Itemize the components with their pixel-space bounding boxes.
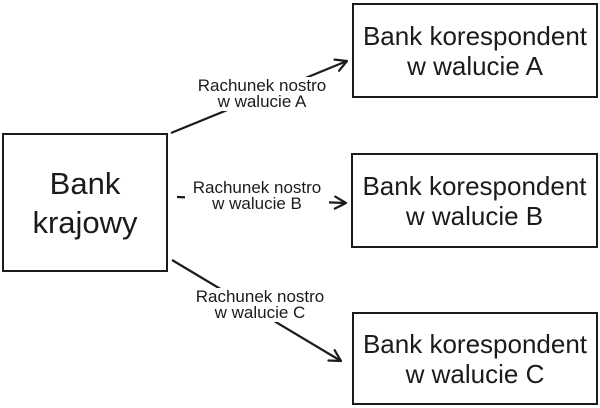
edge-label-nostro-b-line1: Rachunek nostro <box>192 178 322 197</box>
edge-label-nostro-c: Rachunek nostro w walucie C <box>188 288 332 322</box>
bank-korespondent-b-box: Bank korespondent w walucie B <box>351 153 598 248</box>
bank-korespondent-a-label-line2: w walucie A <box>407 50 543 81</box>
bank-korespondent-a-label-line1: Bank korespondent <box>362 20 588 51</box>
bank-krajowy-label-line1: Bank <box>49 165 121 201</box>
bank-korespondent-b-label-line2: w walucie B <box>405 200 544 231</box>
edge-label-nostro-c-line1: Rachunek nostro <box>195 287 325 306</box>
bank-krajowy-label-line2: krajowy <box>32 204 138 240</box>
bank-krajowy-box: Bank krajowy <box>2 133 168 272</box>
edge-label-nostro-a-line1: Rachunek nostro <box>197 76 327 95</box>
bank-korespondent-c-label-line1: Bank korespondent <box>362 328 588 359</box>
edge-label-nostro-a: Rachunek nostro w walucie A <box>190 77 334 111</box>
edge-label-nostro-a-line2: w walucie A <box>217 92 307 111</box>
edge-label-nostro-b: Rachunek nostro w walucie B <box>185 179 329 213</box>
bank-korespondent-c-box: Bank korespondent w walucie C <box>352 312 598 405</box>
bank-korespondent-b-label-line1: Bank korespondent <box>362 170 587 201</box>
bank-korespondent-a-box: Bank korespondent w walucie A <box>352 3 598 98</box>
edge-label-nostro-c-line2: w walucie C <box>214 303 306 322</box>
bank-korespondent-c-label-line2: w walucie C <box>405 358 545 389</box>
edge-label-nostro-b-line2: w walucie B <box>212 194 302 213</box>
